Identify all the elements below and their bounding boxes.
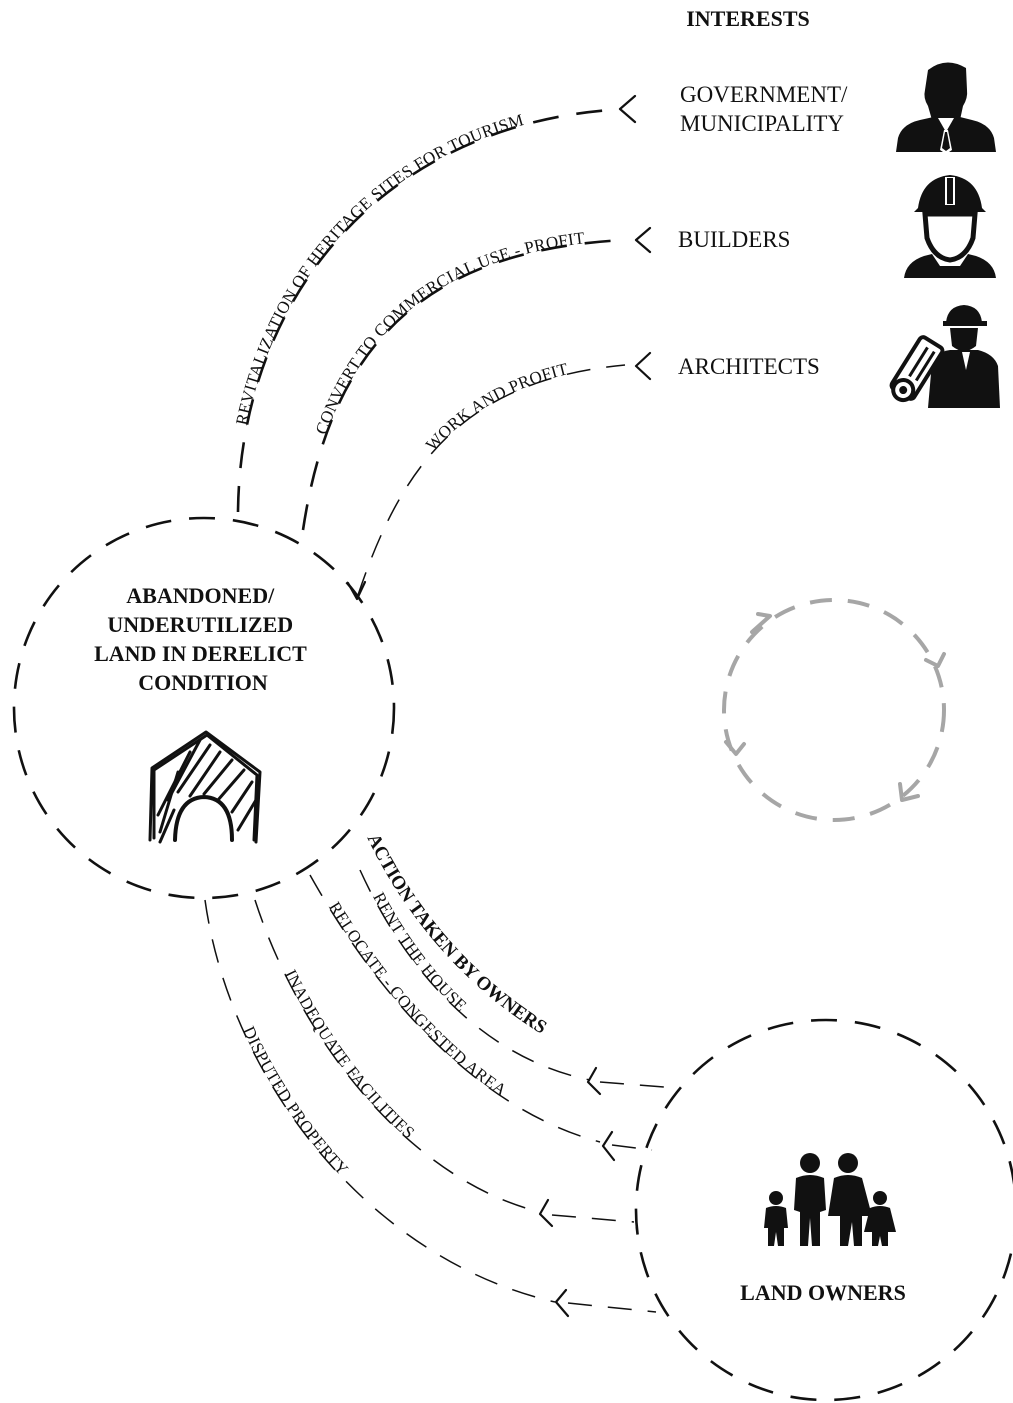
arrowhead-government-icon [618, 94, 637, 124]
central-node-label: ABANDONED/ UNDERUTILIZED LAND IN DERELIC… [94, 583, 312, 695]
interest-label-architects-path: WORK AND PROFIT [422, 359, 570, 454]
stakeholder-label-government-line1: GOVERNMENT/ [680, 82, 848, 107]
central-node-label-line1: ABANDONED/ [126, 583, 275, 608]
construction-worker-helmet-icon [904, 175, 996, 278]
central-node-label-line4: CONDITION [138, 670, 268, 695]
central-node-label-line3: LAND IN DERELICT [94, 641, 307, 666]
family-icon [764, 1153, 896, 1246]
connector-rent [599, 1081, 677, 1089]
cycle-arrowhead-bottom-right-icon [898, 782, 920, 802]
central-node-circle [12, 516, 396, 900]
arrowhead-inadequate-icon [538, 1198, 554, 1228]
central-node-label-line2: UNDERUTILIZED [107, 612, 293, 637]
connector-relocate [611, 1144, 653, 1151]
owners-node-circle [634, 1018, 1013, 1402]
connector-inadequate [551, 1214, 635, 1223]
arrowhead-rent-icon [586, 1066, 602, 1096]
cycle-arrowhead-bottom-left-icon [724, 740, 746, 756]
connector-disputed [567, 1302, 657, 1313]
interests-heading: INTERESTS [686, 6, 810, 31]
stakeholder-label-architects: ARCHITECTS [678, 354, 820, 379]
arrowhead-disputed-icon [554, 1288, 570, 1318]
flow-line-inadequate [254, 899, 541, 1213]
cycle-arrowhead-top-right-icon [924, 652, 946, 668]
interest-label-builders: CONVERT TO COMMERCIAL USE - PROFIT [312, 228, 587, 437]
interest-label-builders-path: CONVERT TO COMMERCIAL USE - PROFIT [312, 228, 586, 437]
owners-node-label: LAND OWNERS [740, 1280, 906, 1305]
stakeholder-label-government-line2: MUNICIPALITY [680, 111, 844, 136]
cycle-arrows-icon [722, 598, 946, 822]
businessman-icon [896, 62, 996, 154]
stakeholder-label-builders: BUILDERS [678, 227, 790, 252]
arrowhead-architects-icon [634, 351, 652, 381]
arrowhead-builders-icon [634, 226, 652, 254]
sketched-house-icon [148, 730, 262, 844]
cycle-circle [722, 598, 946, 822]
cycle-arrowhead-top-left-icon [750, 612, 772, 634]
interest-label-architects: WORK AND PROFIT [422, 359, 570, 454]
stakeholder-label-government: GOVERNMENT/ MUNICIPALITY [680, 82, 853, 136]
arrowhead-relocate-icon [601, 1130, 616, 1162]
architect-blueprint-icon [889, 305, 1000, 408]
